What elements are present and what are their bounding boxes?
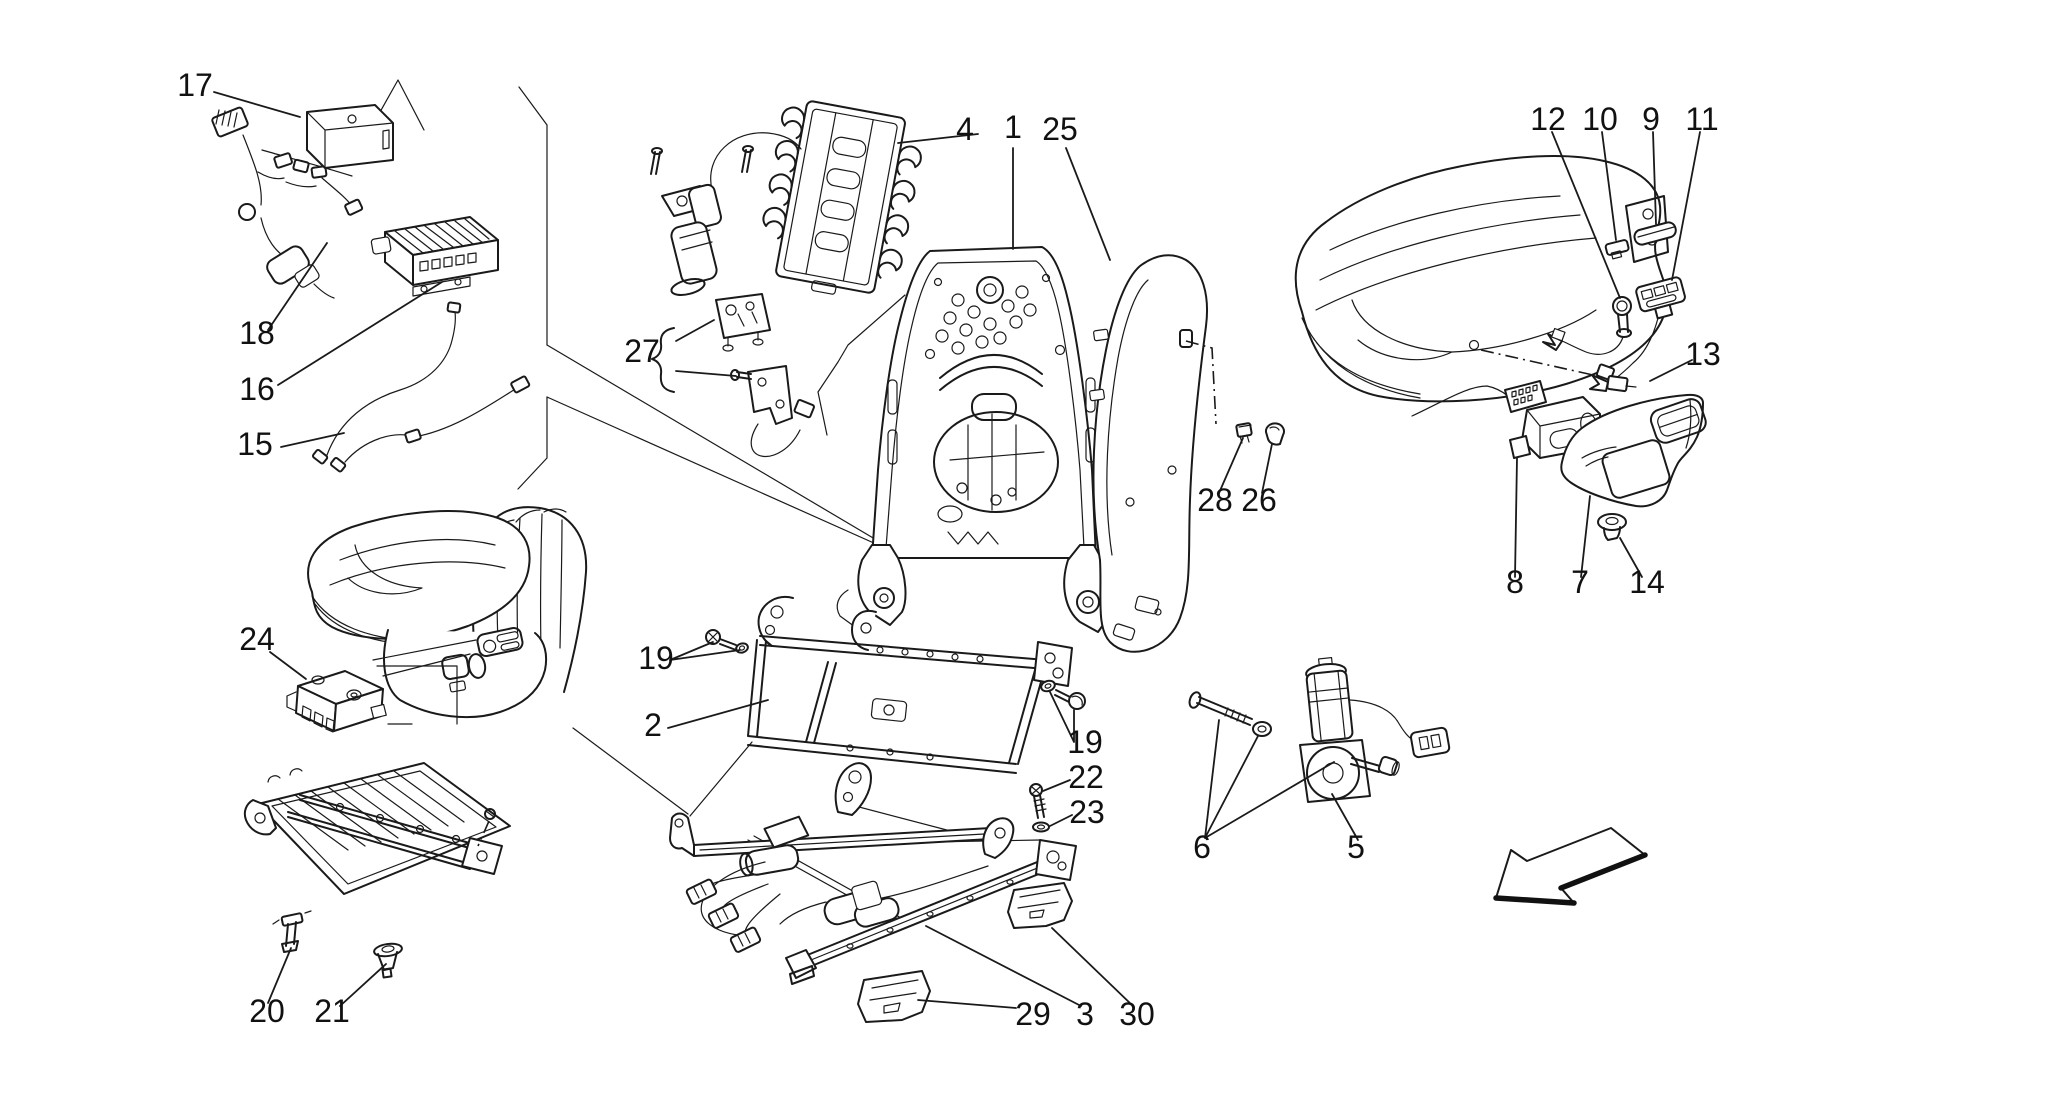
pan-bracket [461, 808, 503, 875]
callout-19-left: 19 [638, 640, 674, 676]
callout-19-right: 19 [1067, 724, 1103, 760]
callout-6: 6 [1193, 829, 1211, 865]
actuator-5 [1188, 656, 1451, 803]
backrest-shell-25 [1089, 254, 1208, 653]
seat-cushion [1294, 154, 1669, 403]
callout-14: 14 [1629, 564, 1665, 600]
callout-20: 20 [249, 993, 285, 1029]
callout-21: 21 [314, 993, 350, 1029]
callout-4: 4 [956, 111, 974, 147]
callout-labels: 17 18 16 15 24 20 21 4 27 1 25 12 10 9 1… [177, 67, 1721, 1032]
lumbar-pump [650, 132, 802, 296]
wiring-harness-15 [312, 301, 531, 473]
rail-motor-front [739, 815, 810, 877]
callout-30: 30 [1119, 996, 1155, 1032]
upper-seat-frame-2 [705, 596, 1086, 774]
cap-10 [1604, 239, 1630, 260]
ecu-box-17 [306, 104, 394, 169]
rail-assembly-3 [669, 762, 1077, 1023]
callout-7: 7 [1571, 564, 1589, 600]
callout-8: 8 [1506, 564, 1524, 600]
connector-block [211, 106, 364, 221]
callout-bracket [376, 665, 458, 725]
callout-26: 26 [1241, 482, 1277, 518]
callout-13: 13 [1685, 336, 1721, 372]
frame-holes [924, 273, 1066, 360]
hinge-arms [836, 544, 1111, 633]
rail-cap-30 [1007, 882, 1073, 929]
clip-28 [1235, 422, 1253, 444]
callout-23: 23 [1069, 794, 1105, 830]
hook-clip-icon [1542, 333, 1563, 351]
kit-plate [715, 293, 771, 352]
callout-24: 24 [239, 621, 275, 657]
callout-2: 2 [644, 707, 662, 743]
callout-28: 28 [1197, 482, 1233, 518]
seat-24-section [286, 506, 588, 733]
callout-16: 16 [239, 371, 275, 407]
clip-26 [1264, 422, 1285, 446]
wiring-harness-17 [211, 104, 499, 299]
kit-bracket [730, 365, 815, 457]
callout-27: 27 [624, 333, 660, 369]
switch-parts [1542, 221, 1686, 393]
clip-21 [373, 942, 403, 979]
lumbar-support-4 [650, 100, 922, 296]
leader-lines [213, 91, 1701, 1009]
mounting-kit-27 [651, 293, 815, 457]
lead-13 [1589, 374, 1637, 393]
button-cover-9 [1633, 221, 1677, 246]
seat-pan-20-21 [243, 762, 511, 979]
callout-11: 11 [1685, 101, 1718, 137]
washer-23 [1032, 821, 1050, 833]
callout-3: 3 [1076, 996, 1094, 1032]
direction-arrow-icon [1493, 827, 1648, 906]
side-trim-panel-7 [1560, 393, 1707, 508]
connector-18 [266, 245, 335, 299]
callout-12: 12 [1530, 101, 1566, 137]
seat-module-24 [286, 670, 387, 733]
clip-locator-line [1185, 340, 1217, 425]
callout-29: 29 [1015, 996, 1051, 1032]
callout-1: 1 [1004, 109, 1022, 145]
control-module-16 [370, 216, 499, 297]
switch-locator-line [1480, 349, 1603, 378]
callout-18: 18 [239, 315, 275, 351]
rail-motor-center [823, 880, 900, 928]
rail-connectors [685, 878, 762, 953]
callout-25: 25 [1042, 111, 1078, 147]
rail-cap-29 [857, 970, 931, 1023]
callout-10: 10 [1582, 101, 1618, 137]
callout-9: 9 [1642, 101, 1660, 137]
screw-6 [1188, 691, 1272, 737]
module-connector [1504, 380, 1547, 413]
grommet-14 [1597, 513, 1627, 541]
backrest-frame-1 [836, 246, 1111, 633]
callout-22: 22 [1068, 759, 1104, 795]
section-dividers [379, 79, 906, 817]
callout-17: 17 [177, 67, 213, 103]
callout-15: 15 [237, 426, 273, 462]
lift-arm [834, 762, 1015, 859]
bolt-22 [1029, 783, 1047, 819]
switch-bank-11 [1635, 276, 1686, 320]
callout-5: 5 [1347, 829, 1365, 865]
clip-20 [272, 910, 312, 953]
screw-19-right [1040, 679, 1086, 710]
brace-icon [651, 327, 675, 393]
knob-12 [1612, 296, 1632, 338]
